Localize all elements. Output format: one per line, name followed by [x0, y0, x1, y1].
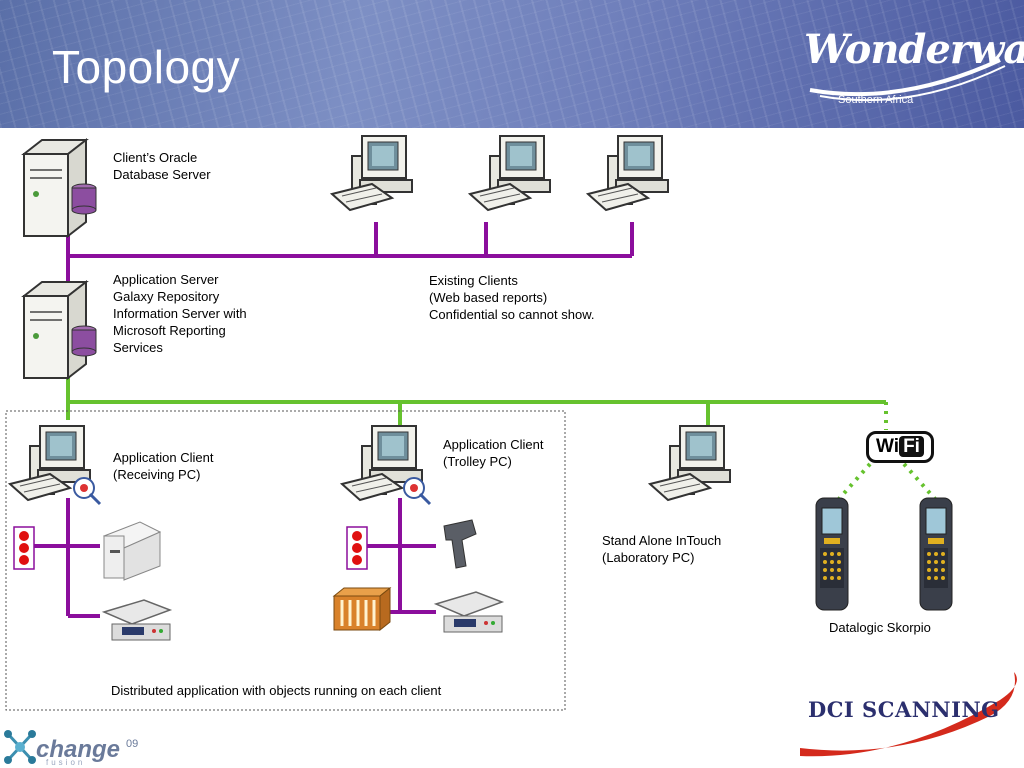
laboratory-pc-label: Stand Alone InTouch (Laboratory PC) [602, 533, 722, 565]
wonderware-logo: Wonderware Southern Africa [800, 20, 1024, 116]
header-banner: Topology Wonderware Southern Africa [0, 0, 1024, 128]
xchange-logo-year: 09 [126, 738, 139, 750]
datalogic-label: Datalogic Skorpio [829, 620, 931, 635]
weighing-scale-icon [435, 591, 503, 633]
skorpio-handheld-icon [815, 497, 849, 611]
existing-client-pc-icon [469, 135, 551, 211]
trolley-pc-label: Application Client (Trolley PC) [443, 437, 544, 469]
laboratory-pc-icon [649, 425, 731, 501]
barcode-scanner-icon [443, 519, 477, 569]
stack-light-icon [13, 526, 35, 570]
green-network-lines [66, 376, 886, 426]
dci-scanning-logo: DCI SCANNING [808, 697, 1000, 722]
wonderware-wordmark: Wonderware [804, 26, 1024, 73]
distributed-app-label: Distributed application with objects run… [111, 683, 442, 698]
wonderware-swoosh-icon [809, 58, 1006, 102]
xchange-logo-icon [4, 730, 36, 764]
page-title: Topology [52, 41, 241, 93]
stack-light-icon [346, 526, 368, 570]
weighing-scale-icon [103, 599, 171, 641]
application-server-label: Application Server Galaxy Repository Inf… [113, 272, 247, 355]
wifi-logo-wi: Wi [876, 436, 900, 457]
intouch-badge-icon [73, 477, 102, 506]
application-server-icon [23, 281, 97, 379]
oracle-server-label: Client’s Oracle Database Server [113, 150, 211, 182]
existing-clients-label: Existing Clients (Web based reports) Con… [429, 273, 595, 322]
existing-client-pc-icon [587, 135, 669, 211]
xchange-logo-sub: fusion [46, 758, 86, 767]
label-printer-icon [102, 521, 162, 581]
skorpio-handheld-icon [919, 497, 953, 611]
xchange-logo-text: change [36, 736, 121, 763]
building-background [0, 0, 1024, 128]
wonderware-subtitle: Southern Africa [838, 94, 914, 106]
oracle-server-icon [23, 139, 97, 237]
crates-icon [332, 586, 392, 632]
receiving-pc-label: Application Client (Receiving PC) [113, 450, 214, 482]
existing-client-pc-icon [331, 135, 413, 211]
distributed-app-boundary [5, 410, 566, 711]
intouch-badge-icon [403, 477, 432, 506]
client-branch-lines [34, 498, 436, 618]
wifi-logo-fi: Fi [899, 436, 924, 457]
